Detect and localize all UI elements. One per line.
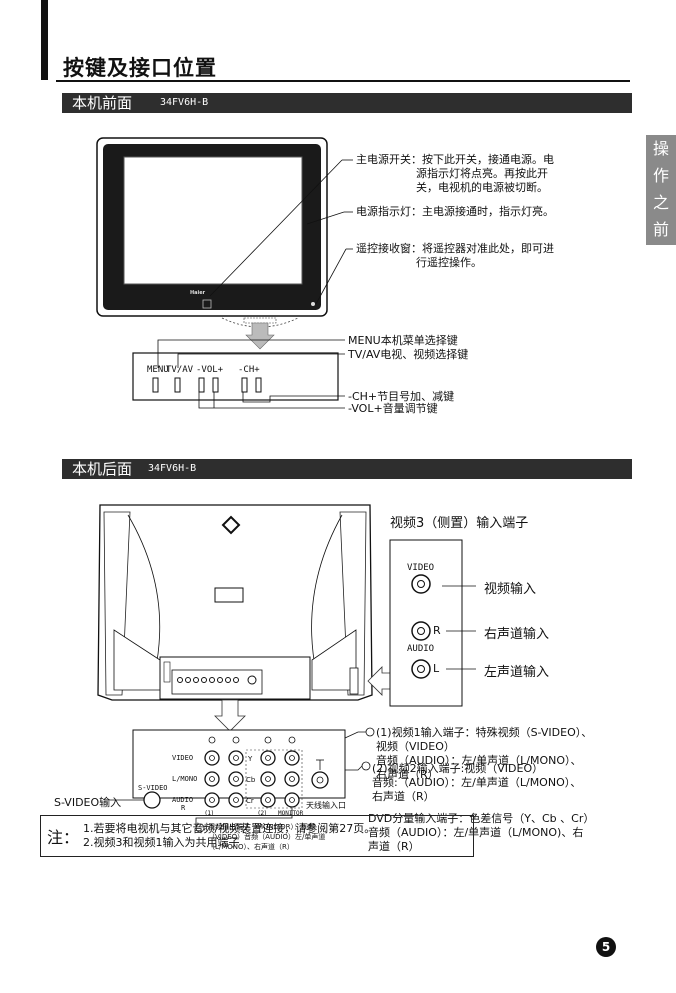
antenna-label: 天线输入口	[306, 801, 346, 810]
note-ch-key: -CH+节目号加、减键	[348, 390, 455, 403]
side-input-title: 视频3（侧置）输入端子	[390, 516, 529, 531]
callout-line: 源指示灯将点亮。再按此开	[416, 167, 548, 180]
rear-cb-label: Cb	[246, 776, 256, 784]
callout-power-indicator: 电源指示灯：主电源接通时，指示灯亮。	[356, 205, 554, 219]
rear-lmono-label: L/MONO	[172, 775, 198, 783]
note-tvav-key: TV/AV电视、视频选择键	[348, 348, 469, 361]
monitor-output-note: 视频输出端子（MONITOR）：视频 （VIDEO）音频（AUDIO）左/单声道…	[208, 822, 325, 852]
rear-model-number: 34FV6H-B	[148, 463, 197, 474]
rear-monitor-label: MONITOR	[278, 810, 304, 817]
side-tab: 操 作 之 前	[646, 135, 676, 245]
rear-n2-label: (2)	[258, 810, 267, 817]
front-section-title: 本机前面	[72, 94, 133, 112]
side-video-desc: 视频输入	[484, 582, 537, 597]
page-title: 按键及接口位置	[63, 56, 217, 80]
side-tab-char: 作	[652, 166, 669, 185]
notes-box: 注： 1.若要将电视机与其它音频/视频装置连接，请参阅第27页。 2.视频3和视…	[40, 815, 474, 857]
side-l-desc: 左声道输入	[484, 665, 550, 680]
note-line: （VIDEO）音频（AUDIO）左/单声道	[208, 833, 326, 841]
rear-audio-label: AUDIO	[172, 796, 194, 804]
desc-line: 音频（AUDIO）：左/单声道（L/MONO）、	[376, 754, 582, 767]
side-tab-char: 之	[652, 193, 669, 212]
panel-label-tvav: TV/AV	[166, 365, 194, 375]
desc-line: 右声道（R）	[376, 768, 439, 781]
callout-remote-sensor: 遥控接收窗：将遥控器对准此处，即可进 行遥控操作。	[356, 242, 554, 270]
rear-section-title: 本机后面	[72, 460, 133, 478]
rear-r-label: R	[181, 804, 186, 812]
tv-rear-illustration	[97, 504, 373, 701]
note-item: 1.若要将电视机与其它音频/视频装置连接，请参阅第27页。	[83, 822, 376, 835]
side-tab-char: 前	[652, 220, 669, 239]
desc-line: 音频:（AUDIO）：左/单声道（L/MONO）、	[372, 776, 582, 789]
rear-svideo-label: S-VIDEO	[138, 784, 168, 792]
side-tab-char: 操	[652, 139, 669, 158]
desc-video1-input: (1)视频1输入端子：特殊视频（S-VIDEO）、 视频（VIDEO） 音频（A…	[376, 726, 592, 782]
side-video-label: VIDEO	[407, 563, 435, 573]
rear-n1-label: (1)	[205, 810, 214, 817]
tv-front-illustration	[96, 137, 328, 328]
desc-line: 音频（AUDIO）：左/单声道（L/MONO)、右	[368, 826, 584, 839]
header-accent-bar	[41, 0, 48, 80]
rear-y-label: Y	[248, 755, 253, 763]
page-number: 5	[596, 937, 616, 957]
rear-cr-label: Cr	[246, 797, 254, 805]
callout-line: 主电源开关：按下此开关，接通电源。电	[356, 153, 554, 166]
desc-line: 右声道（R）	[372, 790, 435, 803]
notes-label: 注：	[47, 828, 80, 847]
brand-logo: Haier	[190, 290, 206, 296]
desc-line: 视频（VIDEO）	[376, 740, 455, 753]
callout-line: 关，电视机的电源被切断。	[416, 181, 548, 194]
rear-video-label: VIDEO	[172, 754, 194, 762]
note-line: （L/MONO）、右声道（R）	[208, 843, 294, 851]
note-vol-key: -VOL+音量调节键	[348, 402, 438, 415]
panel-label-menu: MENU	[147, 365, 169, 375]
desc-line: (2)视频2输入端子:视频（VIDEO）	[372, 762, 544, 775]
callout-line: 电源指示灯：主电源接通时，指示灯亮。	[356, 205, 554, 218]
note-menu-key: MENU本机菜单选择键	[348, 334, 458, 347]
title-underline	[56, 80, 630, 82]
callout-line: 行遥控操作。	[416, 256, 482, 269]
front-model-number: 34FV6H-B	[160, 97, 209, 108]
side-audio-label: AUDIO	[407, 644, 435, 654]
callout-power-switch: 主电源开关：按下此开关，接通电源。电 源指示灯将点亮。再按此开 关，电视机的电源…	[356, 153, 554, 195]
panel-label-ch: -CH+	[238, 365, 260, 375]
rear-section-header: 本机后面 34FV6H-B	[62, 459, 632, 479]
svideo-input-label: S-VIDEO输入	[54, 796, 122, 809]
panel-label-vol: -VOL+	[196, 365, 224, 375]
desc-line: (1)视频1输入端子：特殊视频（S-VIDEO）、	[376, 726, 593, 739]
side-r-desc: 右声道输入	[484, 627, 550, 642]
note-item: 2.视频3和视频1输入为共用端子	[83, 836, 240, 849]
front-section-header: 本机前面 34FV6H-B	[62, 93, 632, 113]
note-line: 视频输出端子（MONITOR）：视频	[208, 823, 315, 831]
side-l-letter: L	[433, 662, 440, 675]
desc-video2-input: (2)视频2输入端子:视频（VIDEO） 音频:（AUDIO）：左/单声道（L/…	[372, 762, 581, 804]
desc-line: 声道（R）	[368, 840, 420, 853]
side-r-letter: R	[433, 624, 441, 637]
callout-line: 遥控接收窗：将遥控器对准此处，即可进	[356, 242, 554, 255]
